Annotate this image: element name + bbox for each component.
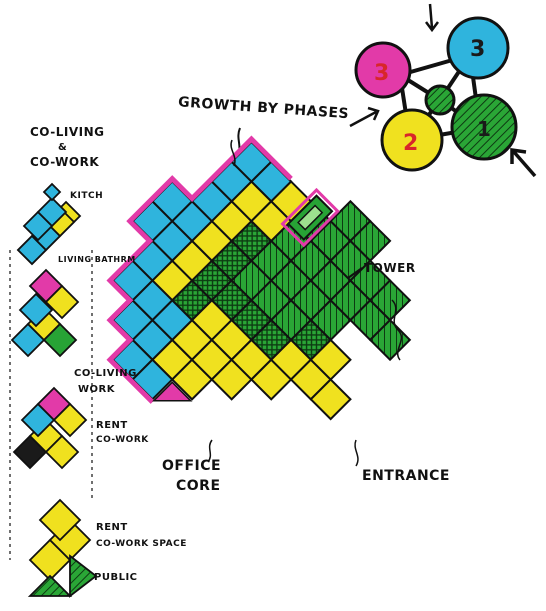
entrance-label: ENTRANCE (362, 468, 450, 484)
rent-co-work-label-1: RENT (96, 420, 128, 431)
co-living-work-label-2: WORK (78, 384, 116, 395)
office-core-label-2: CORE (176, 478, 221, 494)
living-bathroom-label: LIVING BATHRM (58, 255, 136, 264)
mini-stack-4 (30, 500, 96, 596)
phase-2-number: 2 (403, 131, 418, 156)
tower-label: TOWER (364, 261, 416, 275)
phase-1-number: 1 (477, 117, 491, 141)
rent-co-work-space-label-2: CO-WORK SPACE (96, 539, 187, 549)
public-label: PUBLIC (94, 572, 138, 583)
co-work-label: CO-WORK (30, 155, 99, 169)
phase-hub-bubble (426, 86, 454, 114)
office-core-label-1: OFFICE (162, 458, 221, 474)
amp-label: & (58, 142, 67, 153)
co-living-work-label-1: CO-LIVING (74, 368, 137, 379)
phase-bubble-diagram: 3 3 2 1 (350, 4, 535, 176)
kitchen-label: KITCH (70, 191, 103, 201)
diagram-title: GROWTH BY PHASES (178, 94, 350, 122)
mini-stack-3 (14, 388, 86, 468)
rent-co-work-space-label-1: RENT (96, 522, 128, 533)
phase-3-pink-number: 3 (374, 61, 389, 86)
mini-stack-2 (12, 270, 78, 356)
phase-3-cyan-number: 3 (470, 37, 485, 62)
rent-co-work-label-2: CO-WORK (96, 435, 149, 445)
co-living-label: CO-LIVING (30, 125, 104, 139)
